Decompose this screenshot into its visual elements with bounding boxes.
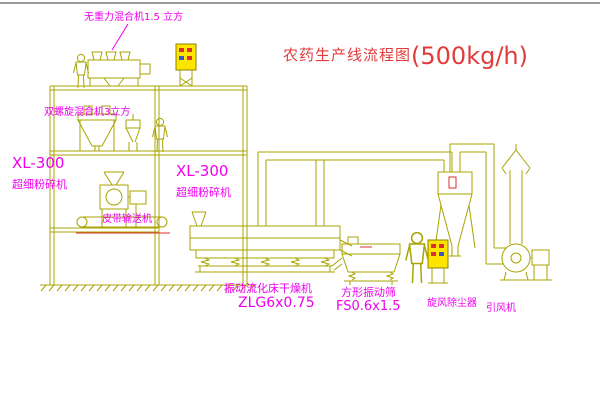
- label-belt-conveyor: 皮带输送机: [102, 214, 152, 225]
- indicator-red: [187, 56, 192, 60]
- title-capacity: (500kg/h): [411, 42, 528, 70]
- label-mill-center-model: XL-300: [176, 162, 229, 180]
- screw-cone-mixer: [77, 105, 117, 151]
- drawing-title: 农药生产线流程图 (500kg/h): [283, 44, 528, 68]
- vibrating-sieve: [331, 236, 401, 285]
- worker-figure: [73, 53, 89, 89]
- label-screw-mixer: 双螺旋混合机3立方: [44, 107, 131, 118]
- indicator-red: [439, 244, 444, 248]
- label-gravity-mixer: 无重力混合机1.5 立方: [84, 12, 184, 23]
- platform-structure: [40, 85, 256, 292]
- indicator-red: [431, 244, 436, 248]
- control-cabinet-top: [175, 43, 197, 87]
- small-cyclone-collector: [125, 114, 141, 151]
- label-dryer-model: ZLG6x0.75: [238, 295, 315, 311]
- pulverizer-unit: [99, 171, 147, 228]
- indicator-red: [431, 252, 436, 256]
- belt-conveyor: [76, 216, 168, 228]
- label-cyclone: 旋风除尘器: [427, 298, 477, 309]
- leader-gravity-mixer: [111, 23, 129, 51]
- control-cabinet-ground: [427, 239, 449, 284]
- cyclone-separator: [434, 143, 506, 265]
- label-mill-left-model: XL-300: [12, 154, 65, 172]
- fluid-bed-dryer: [189, 211, 353, 273]
- exhaust-stack: [501, 144, 531, 244]
- indicator-blue: [179, 56, 184, 60]
- worker-figure: [405, 231, 429, 284]
- exhaust-ductwork: [257, 151, 453, 226]
- induced-draft-fan: [500, 243, 552, 281]
- cad-linework: [40, 43, 552, 292]
- label-mill-left-name: 超细粉碎机: [12, 178, 67, 191]
- gravity-mixer: [87, 51, 151, 87]
- label-dryer-name: 振动流化床干燥机: [224, 282, 312, 295]
- indicator-red: [179, 48, 184, 52]
- red-valve-mark: [448, 176, 457, 189]
- red-details: [76, 176, 457, 248]
- label-sieve-model: FS0.6x1.5: [336, 299, 401, 314]
- title-text: 农药生产线流程图: [283, 46, 412, 64]
- label-sieve-name: 方形振动筛: [341, 286, 396, 299]
- leader-lines: [111, 23, 129, 51]
- indicator-red: [187, 48, 192, 52]
- label-mill-center-name: 超细粉碎机: [176, 186, 231, 199]
- label-fan: 引风机: [486, 303, 516, 314]
- indicator-blue: [439, 252, 444, 256]
